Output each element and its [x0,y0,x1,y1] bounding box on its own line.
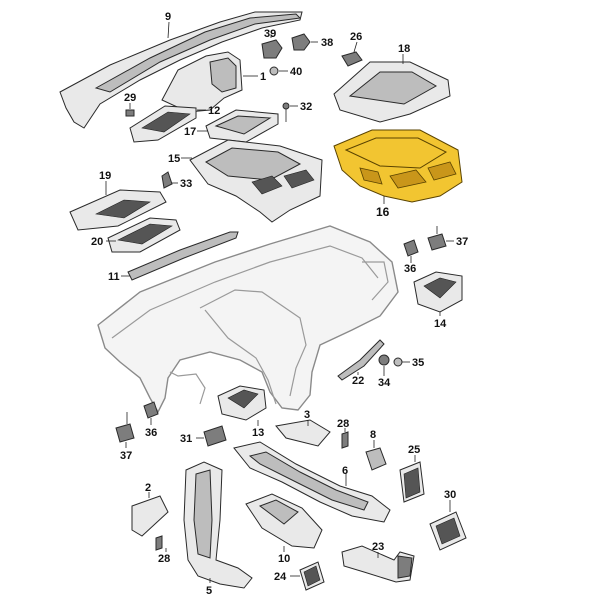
label-37-right: 37 [456,236,468,248]
part-28-screw-upper [341,428,349,449]
part-37-bolt-left [115,412,135,448]
part-36-clip-left [143,401,159,425]
label-15: 15 [168,153,180,165]
part-34-nut [378,354,390,376]
label-10: 10 [278,553,290,565]
part-37-bolt-right [427,226,454,251]
label-33: 33 [180,178,192,190]
part-16-upper-housing-highlighted [333,129,463,204]
label-36-right: 36 [404,263,416,275]
label-13: 13 [252,427,264,439]
part-2-bracket [131,492,169,537]
label-18: 18 [398,43,410,55]
part-14-side-vent [413,271,463,316]
label-2: 2 [145,482,151,494]
label-37-left: 37 [120,450,132,462]
label-22: 22 [352,375,364,387]
label-11: 11 [108,271,120,283]
part-30-vent [429,500,467,551]
label-36-left: 36 [145,427,157,439]
label-19: 19 [99,170,111,182]
label-5: 5 [206,585,212,597]
label-20: 20 [91,236,103,248]
label-1: 1 [260,71,266,83]
part-32-screw [282,102,298,122]
label-28-upper: 28 [337,418,349,430]
part-8-cap [365,440,387,471]
label-23: 23 [372,541,384,553]
part-36-clip-right [403,239,419,263]
part-17-cover [197,109,279,143]
part-13-center-vent [217,385,267,426]
callout-labels: 9 39 38 26 18 1 40 29 12 32 17 15 19 33 … [91,11,468,597]
label-29: 29 [124,92,136,104]
part-40-clip [269,66,288,76]
label-32: 32 [300,101,312,113]
label-24: 24 [274,571,287,583]
label-16-highlighted: 16 [376,205,390,219]
part-20-vent-grille [106,217,181,253]
label-14: 14 [434,318,447,330]
part-6-air-duct [233,441,391,523]
part-1-side-trim [161,51,258,113]
part-11-trim-strip [121,231,239,281]
part-5-vertical-duct [183,461,253,589]
label-6: 6 [342,465,348,477]
part-3-bracket [275,419,331,447]
part-26-clip [341,41,363,67]
label-40: 40 [290,66,302,78]
part-23-rear-duct [341,545,415,583]
part-12-defroster-grille [129,105,206,143]
label-31: 31 [180,433,192,445]
label-34: 34 [378,377,391,389]
label-12: 12 [208,105,220,117]
label-3: 3 [304,409,310,421]
label-38: 38 [321,37,333,49]
part-9-cowl-panel [59,11,303,129]
part-19-vent-housing [69,181,167,231]
label-35: 35 [412,357,424,369]
part-24-grille [290,561,325,591]
part-29-screw [125,103,135,117]
part-22-rod [337,339,385,381]
part-10-duct [245,493,323,552]
part-33-clip [161,171,178,189]
label-28-lower: 28 [158,553,170,565]
part-39-clip [261,34,283,59]
label-8: 8 [370,429,376,441]
part-15-center-frame [181,139,323,223]
label-25: 25 [408,444,420,456]
label-39: 39 [264,28,276,40]
part-31-switch [196,425,227,447]
part-35-washer [393,357,410,367]
part-38-bracket [291,33,318,51]
label-17: 17 [184,126,196,138]
part-28-screw-lower [155,535,167,552]
part-18-storage-cover [333,54,451,123]
label-9: 9 [165,11,171,23]
label-30: 30 [444,489,456,501]
label-26: 26 [350,31,362,43]
part-25-grille [399,455,425,503]
